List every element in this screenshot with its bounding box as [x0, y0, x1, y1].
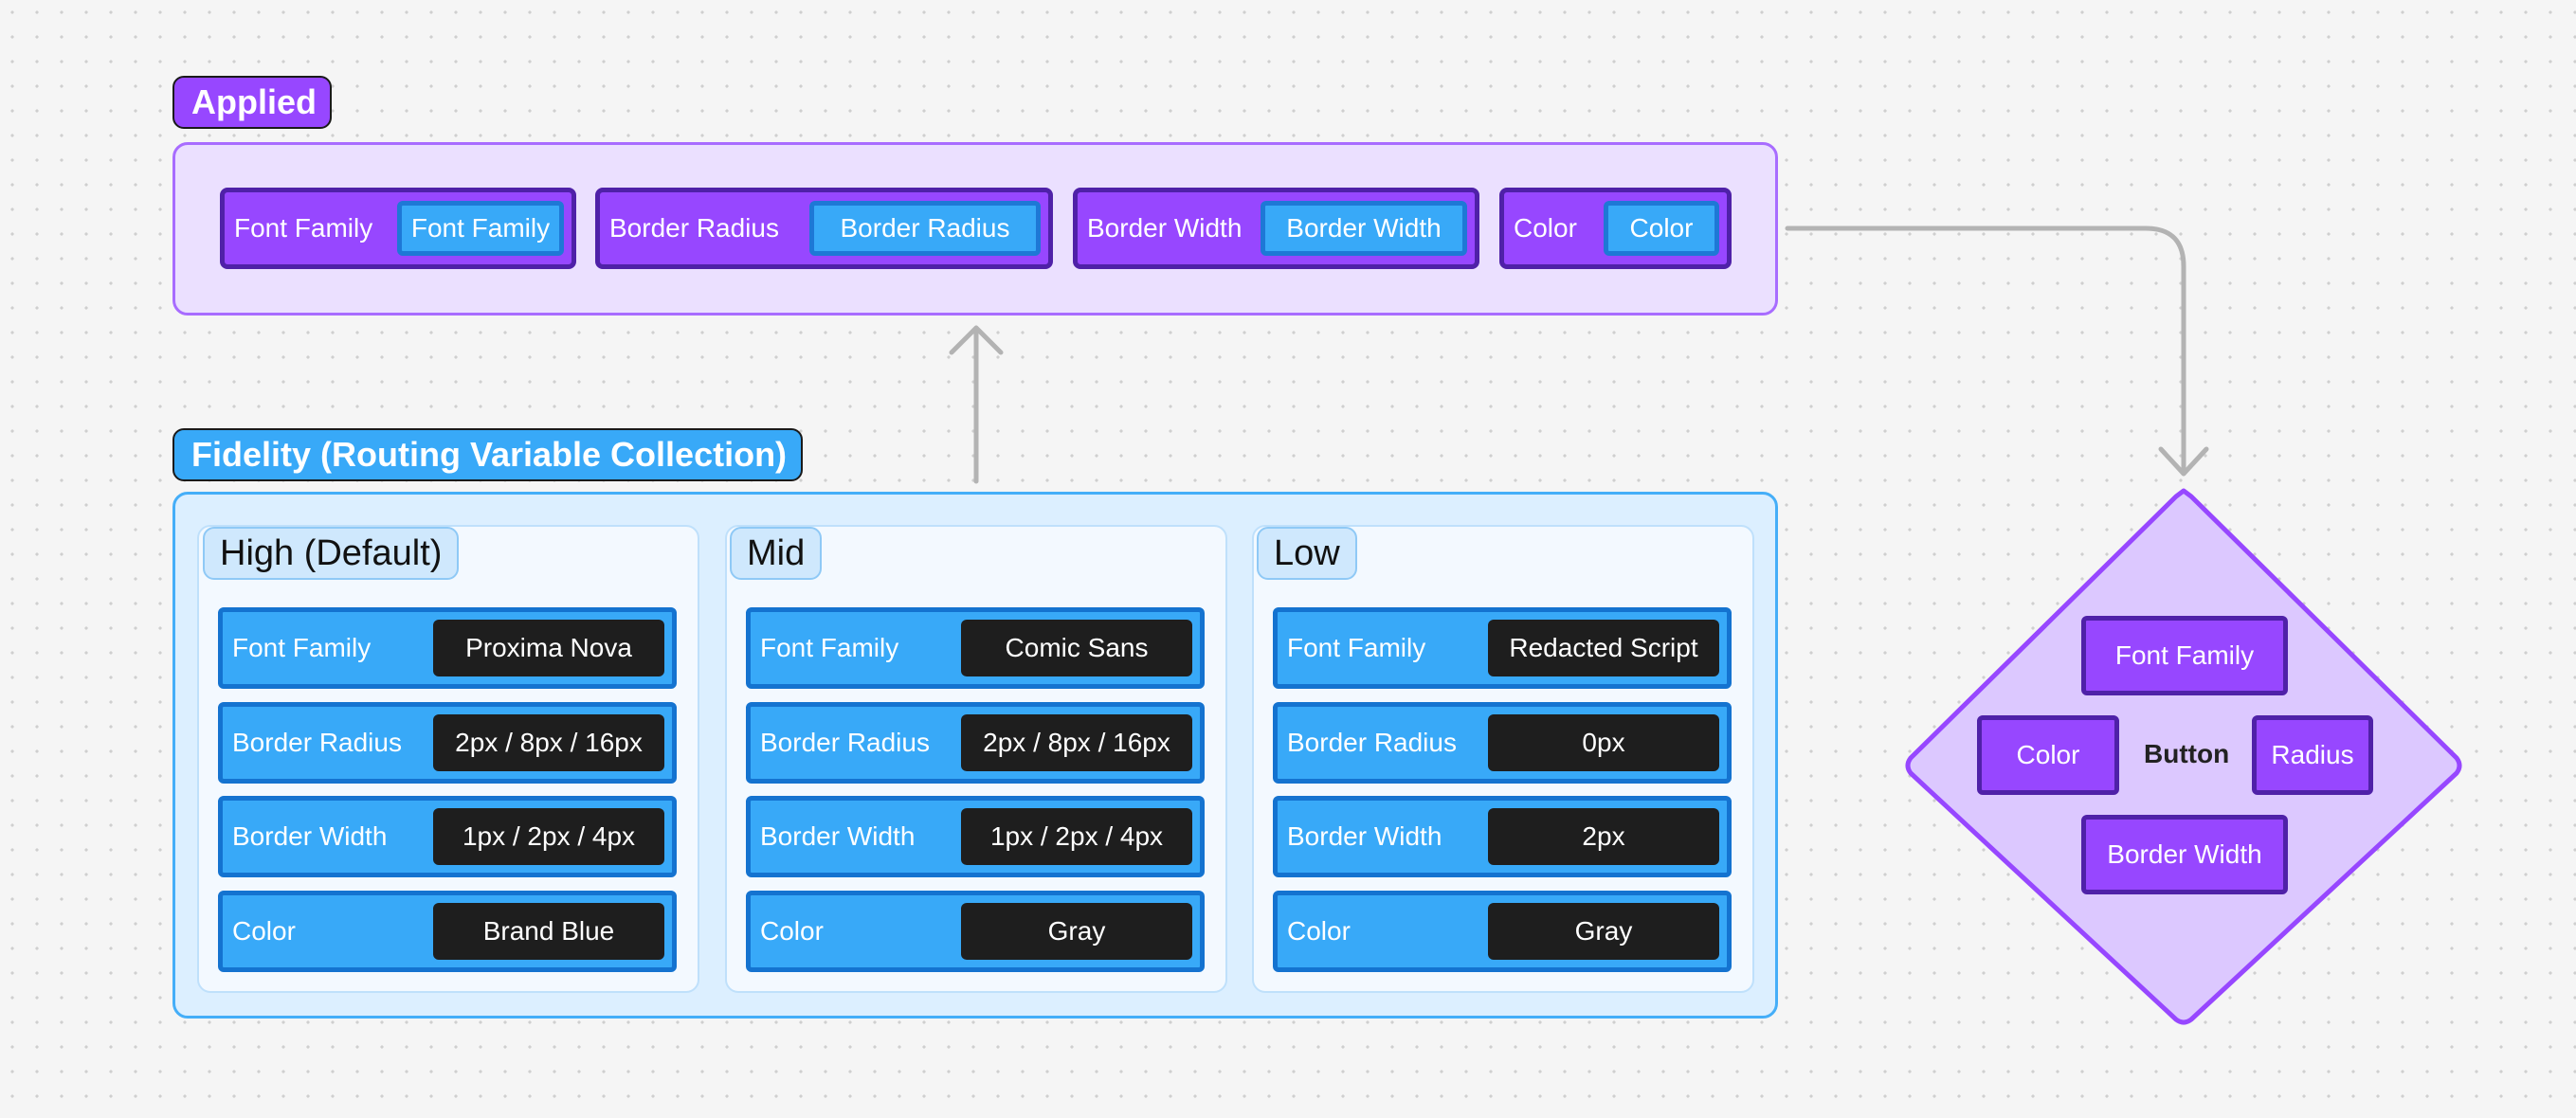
- row-value: 0px: [1488, 714, 1719, 771]
- mode-low-row-border-width[interactable]: Border Width 2px: [1273, 796, 1732, 877]
- row-value: 1px / 2px / 4px: [433, 808, 664, 865]
- applied-chip-color[interactable]: Color Color: [1499, 188, 1732, 269]
- button-color-chip[interactable]: Color: [1977, 715, 2119, 795]
- row-label: Border Radius: [1287, 728, 1457, 757]
- row-value: Gray: [1488, 903, 1719, 960]
- mode-low-row-border-radius[interactable]: Border Radius 0px: [1273, 702, 1732, 784]
- row-label: Border Width: [232, 821, 388, 851]
- applied-chip-font-family[interactable]: Font Family Font Family: [220, 188, 576, 269]
- chip-value: Font Family: [397, 201, 564, 256]
- mode-high-row-color[interactable]: Color Brand Blue: [218, 891, 677, 972]
- mode-low-row-font-family[interactable]: Font Family Redacted Script: [1273, 607, 1732, 689]
- mode-high-row-font-family[interactable]: Font Family Proxima Nova: [218, 607, 677, 689]
- mode-high-row-border-width[interactable]: Border Width 1px / 2px / 4px: [218, 796, 677, 877]
- chip-value: Border Radius: [809, 201, 1041, 256]
- mode-mid-row-border-width[interactable]: Border Width 1px / 2px / 4px: [746, 796, 1205, 877]
- row-label: Font Family: [1287, 633, 1426, 662]
- row-value: Gray: [961, 903, 1192, 960]
- row-label: Border Radius: [760, 728, 930, 757]
- row-label: Border Radius: [232, 728, 402, 757]
- applied-section-label: Applied: [172, 76, 332, 129]
- button-font-family-chip[interactable]: Font Family: [2081, 616, 2288, 695]
- row-value: 2px / 8px / 16px: [961, 714, 1192, 771]
- button-border-width-chip[interactable]: Border Width: [2081, 815, 2288, 894]
- row-label: Color: [232, 916, 296, 946]
- mode-mid-row-color[interactable]: Color Gray: [746, 891, 1205, 972]
- chip-label: Border Width: [1087, 213, 1243, 243]
- row-label: Font Family: [232, 633, 372, 662]
- row-value: 2px: [1488, 808, 1719, 865]
- chip-label: Font Family: [234, 213, 373, 243]
- arrow-applied-to-button: [1785, 225, 2209, 477]
- button-label: Button: [2144, 739, 2230, 768]
- button-diamond[interactable]: [1896, 483, 2474, 1033]
- applied-chip-border-width[interactable]: Border Width Border Width: [1073, 188, 1479, 269]
- row-label: Border Width: [1287, 821, 1442, 851]
- row-value: Redacted Script: [1488, 620, 1719, 676]
- row-label: Font Family: [760, 633, 899, 662]
- mode-title-mid: Mid: [730, 527, 823, 580]
- chip-value: Border Width: [1261, 201, 1467, 256]
- mode-low-row-color[interactable]: Color Gray: [1273, 891, 1732, 972]
- row-value: 1px / 2px / 4px: [961, 808, 1192, 865]
- button-radius-chip[interactable]: Radius: [2252, 715, 2373, 795]
- mode-title-high: High (Default): [203, 527, 460, 580]
- row-value: Brand Blue: [433, 903, 664, 960]
- fidelity-section-label: Fidelity (Routing Variable Collection): [172, 428, 803, 481]
- mode-mid-row-border-radius[interactable]: Border Radius 2px / 8px / 16px: [746, 702, 1205, 784]
- row-value: 2px / 8px / 16px: [433, 714, 664, 771]
- applied-chip-border-radius[interactable]: Border Radius Border Radius: [595, 188, 1053, 269]
- mode-title-low: Low: [1257, 527, 1357, 580]
- mode-mid-row-font-family[interactable]: Font Family Comic Sans: [746, 607, 1205, 689]
- chip-label: Color: [1514, 213, 1577, 243]
- row-value: Comic Sans: [961, 620, 1192, 676]
- chip-value: Color: [1604, 201, 1719, 256]
- chip-label: Border Radius: [609, 213, 779, 243]
- arrow-fidelity-to-applied: [949, 325, 1004, 484]
- row-value: Proxima Nova: [433, 620, 664, 676]
- mode-high-row-border-radius[interactable]: Border Radius 2px / 8px / 16px: [218, 702, 677, 784]
- row-label: Border Width: [760, 821, 916, 851]
- row-label: Color: [760, 916, 824, 946]
- row-label: Color: [1287, 916, 1351, 946]
